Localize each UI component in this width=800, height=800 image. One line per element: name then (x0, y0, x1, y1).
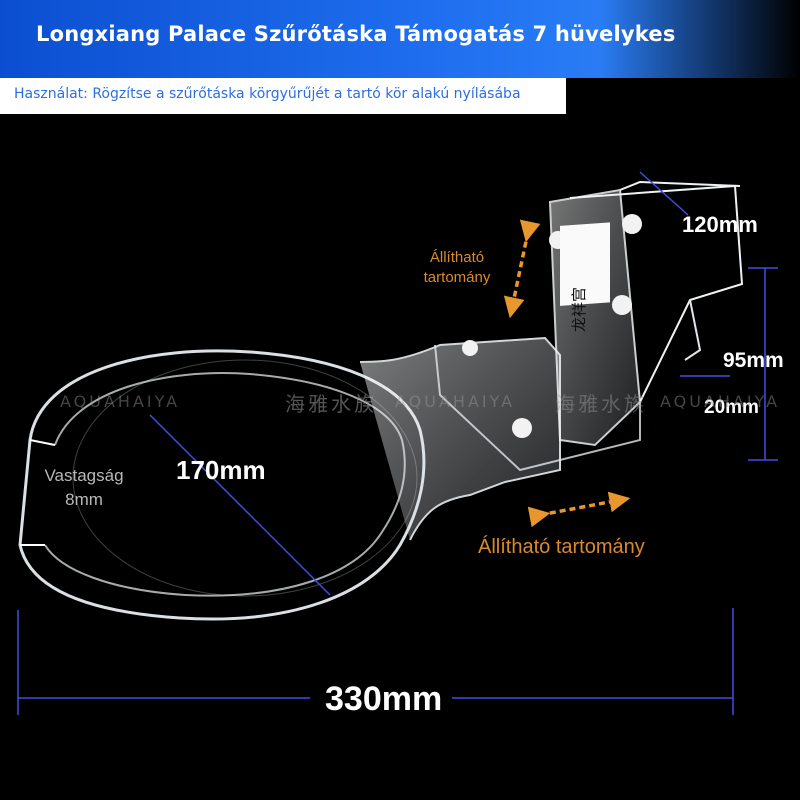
adjustable-vertical-line2: tartomány (423, 269, 491, 286)
thickness-label: Vastagság 8mm (28, 464, 140, 512)
product-logo: 龙祥宫 (570, 286, 588, 332)
dim-ring-diameter: 170mm (176, 455, 266, 485)
watermark-chinese-1: 海雅水族 (285, 392, 377, 416)
adjust-arrows (503, 219, 631, 528)
watermark-latin-1: AQUAHAIYA (60, 392, 181, 411)
dim-lip: 20mm (704, 397, 759, 418)
thickness-line1: Vastagság (44, 466, 124, 485)
usage-box (0, 78, 566, 114)
adjustable-horizontal-label: Állítható tartomány (478, 536, 645, 558)
adjustable-vertical-line1: Állítható (429, 249, 485, 266)
watermark-latin-3: AQUAHAIYA (660, 392, 781, 411)
acrylic-plate (359, 336, 561, 541)
usage-text: Használat: Rögzítse a szűrőtáska körgyűr… (14, 86, 521, 102)
dim-total-length: 330mm (325, 680, 443, 718)
dimension-lines (17, 171, 778, 715)
acrylic-bracket (434, 180, 744, 472)
dim-height-side: 95mm (723, 349, 784, 372)
watermark-chinese-2: 海雅水族 (555, 392, 647, 416)
dim-width-top: 120mm (682, 212, 758, 237)
title-banner (0, 0, 800, 78)
page-title: Longxiang Palace Szűrőtáska Támogatás 7 … (36, 22, 676, 46)
adjustable-vertical-label: Állítható tartomány (402, 248, 512, 288)
thickness-line2: 8mm (65, 490, 103, 509)
watermark-latin-2: AQUAHAIYA (395, 392, 516, 411)
